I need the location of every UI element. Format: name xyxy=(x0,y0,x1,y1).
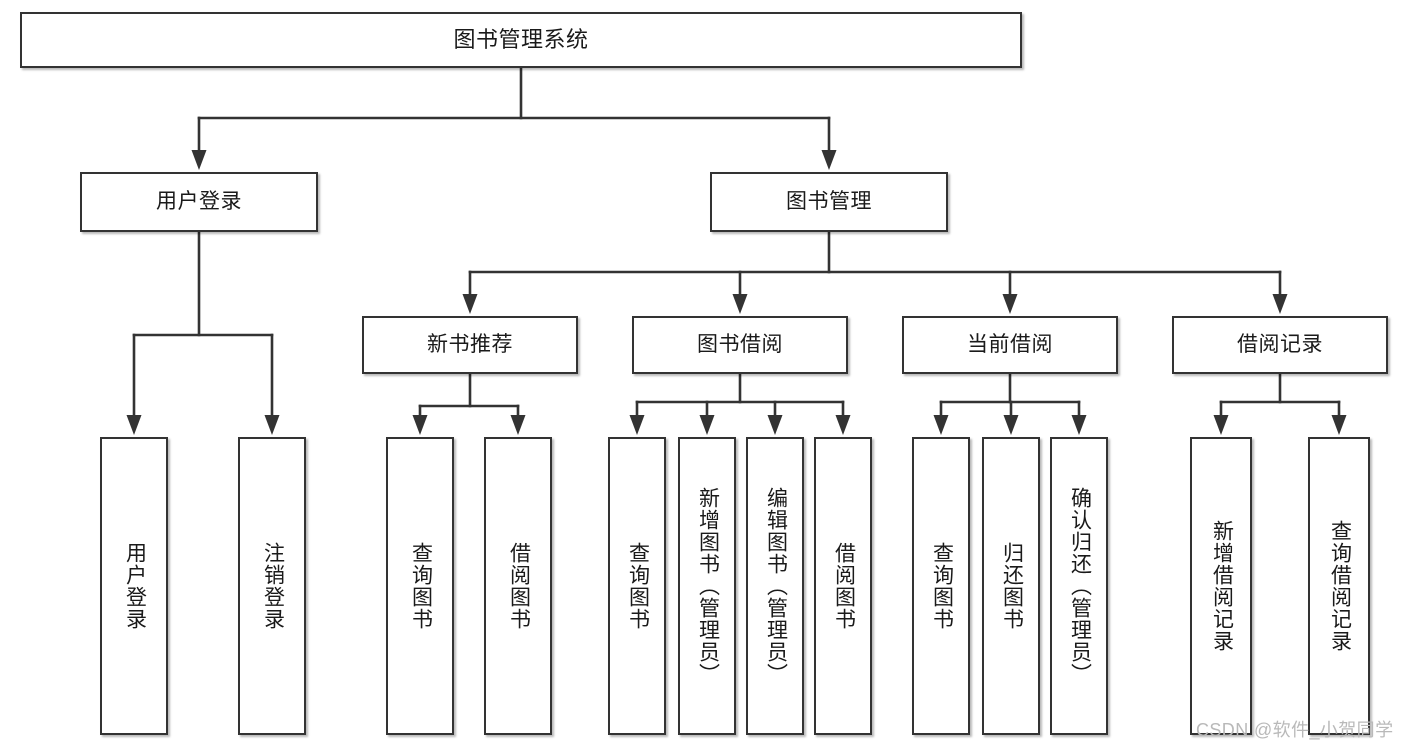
node-label: 新增图书（管理员） xyxy=(696,487,720,685)
leaf-leaf-query-borrow-record[interactable]: 查询借阅记录 xyxy=(1308,437,1370,735)
leaf-leaf-return-book[interactable]: 归还图书 xyxy=(982,437,1040,735)
leaf-leaf-query-book-recommend[interactable]: 查询图书 xyxy=(386,437,454,735)
node-label: 编辑图书（管理员） xyxy=(764,487,788,685)
arrow-user-login xyxy=(191,150,207,170)
node-book-management[interactable]: 图书管理 xyxy=(710,172,948,232)
node-label: 借阅图书 xyxy=(832,542,856,630)
arrow-leaf-7 xyxy=(767,415,783,435)
arrow-leaf-9 xyxy=(933,415,949,435)
node-label: 查询图书 xyxy=(626,542,650,630)
arrow-current xyxy=(1002,294,1018,314)
node-root[interactable]: 图书管理系统 xyxy=(20,12,1022,68)
arrow-leaf-12 xyxy=(1213,415,1229,435)
leaf-leaf-logout-login[interactable]: 注销登录 xyxy=(238,437,306,735)
node-book-borrow[interactable]: 图书借阅 xyxy=(632,316,848,374)
arrow-leaf-8 xyxy=(835,415,851,435)
arrow-leaf-3 xyxy=(412,415,428,435)
node-user-login[interactable]: 用户登录 xyxy=(80,172,318,232)
node-label: 图书借阅 xyxy=(697,333,783,357)
node-label: 当前借阅 xyxy=(967,333,1053,357)
leaf-leaf-confirm-return-admin[interactable]: 确认归还（管理员） xyxy=(1050,437,1108,735)
node-label: 查询图书 xyxy=(409,542,433,630)
node-label: 借阅图书 xyxy=(507,542,531,630)
arrow-heads xyxy=(126,150,1347,435)
arrow-recommend xyxy=(462,294,478,314)
arrow-leaf-5 xyxy=(629,415,645,435)
arrow-record xyxy=(1272,294,1288,314)
leaf-leaf-user-login[interactable]: 用户登录 xyxy=(100,437,168,735)
arrow-leaf-10 xyxy=(1003,415,1019,435)
arrow-book-mgmt xyxy=(821,150,837,170)
leaf-leaf-borrow-book-recommend[interactable]: 借阅图书 xyxy=(484,437,552,735)
connector-lines xyxy=(132,66,1341,431)
arrow-leaf-2 xyxy=(264,415,280,435)
arrow-leaf-1 xyxy=(126,415,142,435)
arrow-leaf-11 xyxy=(1071,415,1087,435)
arrow-leaf-13 xyxy=(1331,415,1347,435)
node-label: 注销登录 xyxy=(261,542,285,630)
node-current-borrow[interactable]: 当前借阅 xyxy=(902,316,1118,374)
node-label: 新增借阅记录 xyxy=(1210,520,1234,652)
node-label: 图书管理 xyxy=(786,190,872,214)
arrow-borrow xyxy=(732,294,748,314)
leaf-leaf-add-book-admin[interactable]: 新增图书（管理员） xyxy=(678,437,736,735)
node-label: 用户登录 xyxy=(156,190,242,214)
node-label: 归还图书 xyxy=(1000,542,1024,630)
node-label: 查询借阅记录 xyxy=(1328,520,1352,652)
leaf-leaf-borrow-book[interactable]: 借阅图书 xyxy=(814,437,872,735)
node-label: 确认归还（管理员） xyxy=(1068,487,1092,685)
node-new-book-recommend[interactable]: 新书推荐 xyxy=(362,316,578,374)
node-label: 用户登录 xyxy=(123,542,147,630)
node-borrow-record[interactable]: 借阅记录 xyxy=(1172,316,1388,374)
leaf-leaf-edit-book-admin[interactable]: 编辑图书（管理员） xyxy=(746,437,804,735)
leaf-leaf-query-book-current[interactable]: 查询图书 xyxy=(912,437,970,735)
node-label: 新书推荐 xyxy=(427,333,513,357)
arrow-leaf-4 xyxy=(510,415,526,435)
leaf-leaf-query-book-borrow[interactable]: 查询图书 xyxy=(608,437,666,735)
arrow-leaf-6 xyxy=(699,415,715,435)
leaf-leaf-add-borrow-record[interactable]: 新增借阅记录 xyxy=(1190,437,1252,735)
node-label: 借阅记录 xyxy=(1237,333,1323,357)
node-label: 图书管理系统 xyxy=(453,26,589,52)
node-label: 查询图书 xyxy=(930,542,954,630)
